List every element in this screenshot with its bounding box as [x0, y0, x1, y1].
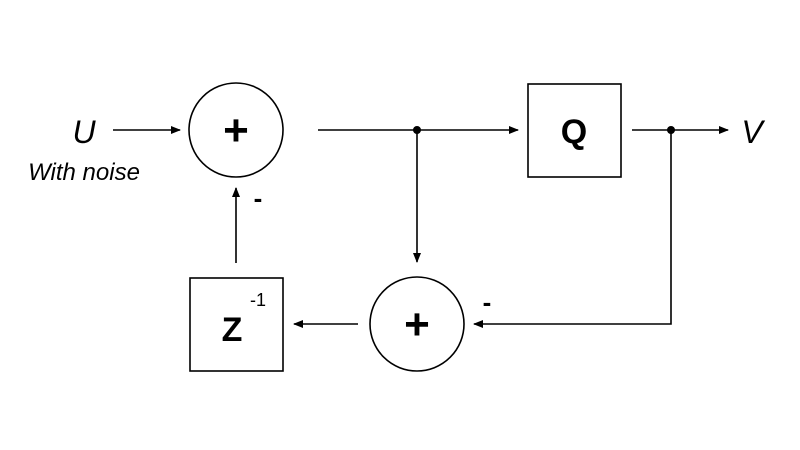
quantizer-block	[527, 83, 622, 178]
main-adder	[188, 82, 284, 178]
output-feedback-wire	[473, 130, 672, 328]
input-label: U	[72, 114, 96, 150]
delay-base: Z	[222, 311, 243, 349]
feedback-minus-sign: -	[254, 183, 263, 213]
error-adder-symbol: +	[404, 300, 430, 349]
input-note: With noise	[28, 159, 140, 186]
delay-block	[189, 277, 284, 372]
error-adder	[369, 276, 465, 372]
main-adder-symbol: +	[223, 106, 249, 155]
error-minus-sign: -	[483, 287, 492, 317]
delay-exponent: -1	[250, 290, 266, 310]
quantizer-label: Q	[561, 113, 587, 151]
output-label: V	[741, 114, 765, 150]
delay-label: Z	[222, 311, 243, 349]
